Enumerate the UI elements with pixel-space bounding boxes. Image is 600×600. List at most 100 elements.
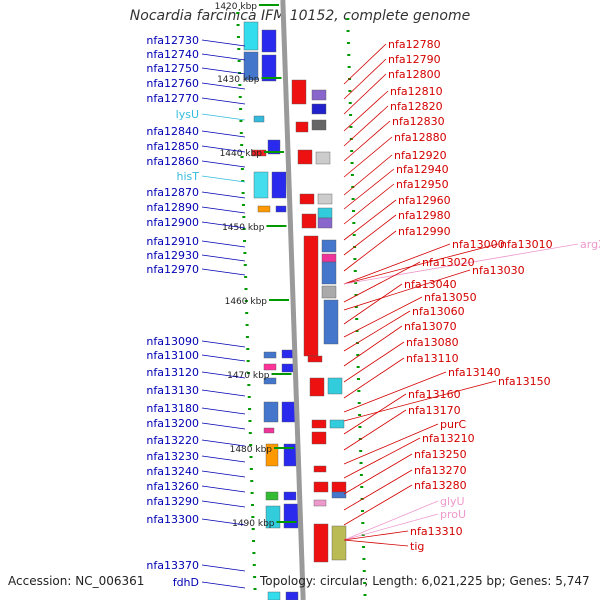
plus-feature bbox=[267, 139, 281, 155]
leader-line bbox=[201, 371, 246, 379]
minus-feature bbox=[311, 431, 327, 445]
gene-label-right: nfa13060 bbox=[412, 305, 465, 318]
tick-label: 1490 kbp bbox=[232, 519, 275, 529]
right-dot bbox=[354, 282, 358, 284]
left-dot bbox=[237, 60, 241, 62]
leader-line bbox=[201, 97, 246, 105]
leader-line bbox=[343, 357, 405, 399]
minus-feature bbox=[313, 481, 329, 493]
minus-feature bbox=[317, 193, 333, 205]
right-dot bbox=[350, 162, 354, 164]
left-dot bbox=[238, 84, 242, 86]
leader-line bbox=[201, 221, 246, 229]
right-dot bbox=[352, 222, 356, 224]
left-dot bbox=[244, 300, 248, 302]
left-dot bbox=[242, 228, 246, 230]
minus-feature bbox=[311, 103, 327, 115]
right-dot bbox=[346, 42, 350, 44]
leader-line bbox=[343, 500, 439, 541]
gene-label-right: nfa13110 bbox=[406, 352, 459, 365]
left-dot bbox=[243, 252, 247, 254]
minus-feature bbox=[299, 193, 315, 205]
left-dot bbox=[246, 360, 250, 362]
minus-feature bbox=[311, 419, 327, 429]
gene-label-left: nfa12760 bbox=[146, 77, 199, 90]
gene-label-right: nfa12820 bbox=[390, 100, 443, 113]
gene-label-right: nfa12880 bbox=[394, 131, 447, 144]
plus-feature bbox=[267, 591, 281, 600]
gene-label-right: nfa13040 bbox=[404, 278, 457, 291]
right-dot bbox=[357, 390, 361, 392]
leader-line bbox=[201, 67, 246, 75]
gene-label-left: nfa12870 bbox=[146, 186, 199, 199]
minus-feature bbox=[295, 121, 309, 133]
gene-label-right: tig bbox=[410, 540, 424, 553]
left-dot bbox=[252, 564, 256, 566]
leader-line bbox=[201, 113, 246, 121]
minus-feature bbox=[315, 151, 331, 165]
right-dot bbox=[363, 582, 367, 584]
minus-feature bbox=[313, 465, 327, 473]
minus-feature bbox=[327, 377, 343, 395]
plus-feature bbox=[265, 505, 281, 529]
left-dot bbox=[243, 264, 247, 266]
leader-line bbox=[343, 530, 409, 541]
gene-label-right: nfa13140 bbox=[448, 366, 501, 379]
right-dot bbox=[358, 414, 362, 416]
right-dot bbox=[362, 546, 366, 548]
leader-line bbox=[201, 389, 246, 397]
gene-label-right: nfa13080 bbox=[406, 336, 459, 349]
left-dot bbox=[247, 396, 251, 398]
minus-feature bbox=[317, 207, 333, 219]
right-dot bbox=[350, 150, 354, 152]
plus-feature bbox=[261, 29, 277, 53]
left-dot bbox=[248, 408, 252, 410]
gene-label-left: nfa13370 bbox=[146, 559, 199, 572]
right-dot bbox=[346, 30, 350, 32]
leader-line bbox=[343, 371, 447, 413]
gene-label-right: nfa12800 bbox=[388, 68, 441, 81]
right-dot bbox=[358, 426, 362, 428]
tick-label: 1470 kbp bbox=[227, 371, 270, 381]
minus-feature bbox=[331, 525, 347, 561]
right-dot bbox=[351, 210, 355, 212]
gene-label-right: nfa12950 bbox=[396, 178, 449, 191]
gene-label-left: nfa12930 bbox=[146, 249, 199, 262]
gene-label-right: argX bbox=[580, 238, 600, 251]
leader-line bbox=[343, 214, 397, 256]
right-dot bbox=[361, 522, 365, 524]
leader-line bbox=[343, 243, 579, 285]
left-dot bbox=[239, 108, 243, 110]
leader-line bbox=[343, 409, 407, 451]
gene-label-right: nfa13020 bbox=[422, 256, 475, 269]
right-dot bbox=[357, 378, 361, 380]
gene-label-right: nfa13160 bbox=[408, 388, 461, 401]
gene-label-right: nfa13070 bbox=[404, 320, 457, 333]
left-dot bbox=[245, 324, 249, 326]
gene-label-right: glyU bbox=[440, 495, 465, 508]
gene-label-right: nfa12810 bbox=[390, 85, 443, 98]
gene-label-right: nfa13150 bbox=[498, 375, 551, 388]
left-dot bbox=[248, 432, 252, 434]
right-dot bbox=[347, 66, 351, 68]
plus-feature bbox=[265, 491, 279, 501]
gene-label-left: nfa13130 bbox=[146, 384, 199, 397]
leader-line bbox=[343, 261, 421, 303]
leader-line bbox=[201, 422, 246, 430]
gene-label-left: nfa13120 bbox=[146, 366, 199, 379]
gene-label-left: nfa13240 bbox=[146, 465, 199, 478]
right-dot bbox=[348, 102, 352, 104]
tick-label: 1420 kbp bbox=[215, 2, 258, 12]
tick-label: 1430 kbp bbox=[217, 75, 260, 85]
gene-label-right: nfa13010 bbox=[500, 238, 553, 251]
leader-line bbox=[343, 380, 497, 422]
plus-feature bbox=[261, 54, 277, 82]
gene-label-left: nfa13300 bbox=[146, 513, 199, 526]
leader-line bbox=[343, 136, 393, 178]
leader-line bbox=[201, 500, 246, 508]
plus-feature bbox=[253, 115, 265, 123]
right-dot bbox=[354, 306, 358, 308]
leader-line bbox=[343, 43, 387, 85]
plus-feature bbox=[281, 401, 297, 423]
gene-label-left: nfa12850 bbox=[146, 140, 199, 153]
